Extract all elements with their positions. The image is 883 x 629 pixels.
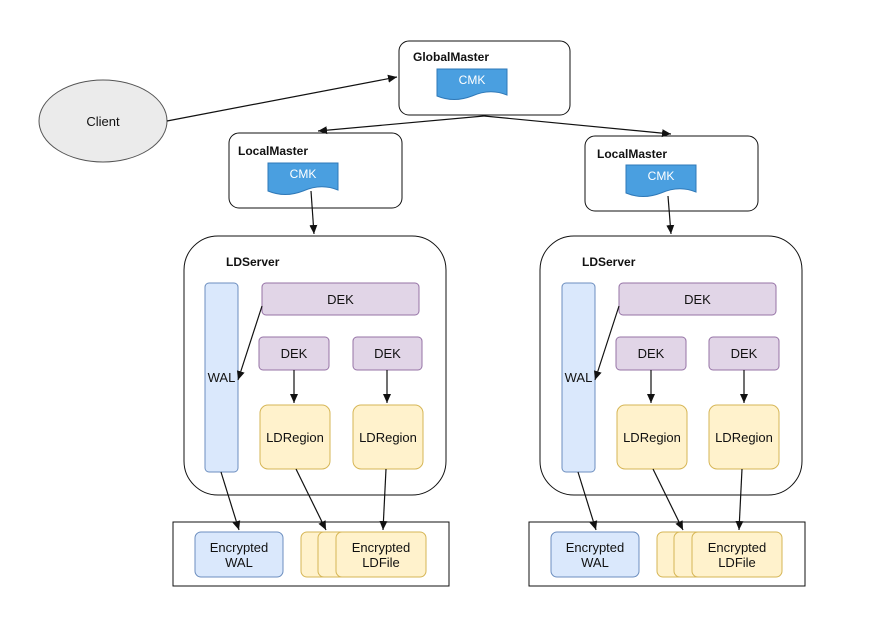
client-label: Client xyxy=(86,113,120,129)
edge-dek-wal-1 xyxy=(236,305,263,381)
ldregion-box-2a xyxy=(616,404,688,470)
encrypted-wal-box-1 xyxy=(194,531,284,578)
edge-global-local-1 xyxy=(317,115,485,135)
wal-label-1: WAL xyxy=(207,369,236,385)
shared-dek-box-2 xyxy=(618,282,777,316)
local-master-cmk-shape-1 xyxy=(267,162,339,195)
edge-region-storage-2a xyxy=(652,468,684,531)
global-master-title: GlobalMaster xyxy=(413,50,490,64)
local-master-cmk-2: CMK xyxy=(647,168,675,183)
local-master-cmk-shape-2 xyxy=(625,164,697,197)
encrypted-wal-label-1: Encrypted WAL xyxy=(209,539,269,570)
local-master-title-2: LocalMaster xyxy=(597,147,668,161)
ldregion-box-1b xyxy=(352,404,424,470)
global-master-cmk: CMK xyxy=(458,72,486,87)
wal-label-2: WAL xyxy=(564,369,593,385)
encrypted-wal-box-2 xyxy=(550,531,640,578)
global-master-cmk-shape xyxy=(436,68,508,100)
ldregion-label-1b: LDRegion xyxy=(359,429,417,445)
shared-dek-label-2: DEK xyxy=(684,291,711,307)
ldregion-label-1a: LDRegion xyxy=(266,429,324,445)
shared-dek-label-1: DEK xyxy=(327,291,354,307)
edge-wal-storage-2 xyxy=(577,471,598,531)
edge-region-storage-1a xyxy=(295,468,327,531)
ldregion-label-2b: LDRegion xyxy=(715,429,773,445)
encrypted-ldfile-box-1 xyxy=(335,531,427,578)
region-dek-label-1a: DEK xyxy=(280,346,308,361)
ldregion-box-1a xyxy=(259,404,331,470)
edge-region-storage-2b xyxy=(735,468,744,531)
region-dek-label-2a: DEK xyxy=(637,346,665,361)
region-dek-label-1b: DEK xyxy=(374,346,401,361)
edge-client-globalmaster xyxy=(166,74,398,122)
ldregion-box-2b xyxy=(708,404,780,470)
ldserver-title-2: LDServer xyxy=(582,255,636,269)
edge-global-local-2 xyxy=(483,115,672,138)
encrypted-ldfile-label-1: Encrypted LDFile xyxy=(351,539,411,570)
region-dek-label-2b: DEK xyxy=(730,346,758,361)
encrypted-wal-label-2: Encrypted WAL xyxy=(565,539,625,570)
local-master-cmk-1: CMK xyxy=(289,166,317,181)
encrypted-ldfile-box-2 xyxy=(691,531,783,578)
edge-local-server-1 xyxy=(309,190,318,235)
local-master-title-1: LocalMaster xyxy=(238,144,309,158)
edge-dek-wal-2 xyxy=(593,305,620,381)
edge-wal-storage-1 xyxy=(220,471,241,531)
encrypted-ldfile-label-2: Encrypted LDFile xyxy=(707,539,767,570)
edge-local-server-2 xyxy=(666,195,675,235)
ldregion-label-2a: LDRegion xyxy=(623,429,681,445)
shared-dek-box-1 xyxy=(261,282,420,316)
edge-region-storage-1b xyxy=(379,468,388,531)
ldserver-title-1: LDServer xyxy=(226,255,280,269)
